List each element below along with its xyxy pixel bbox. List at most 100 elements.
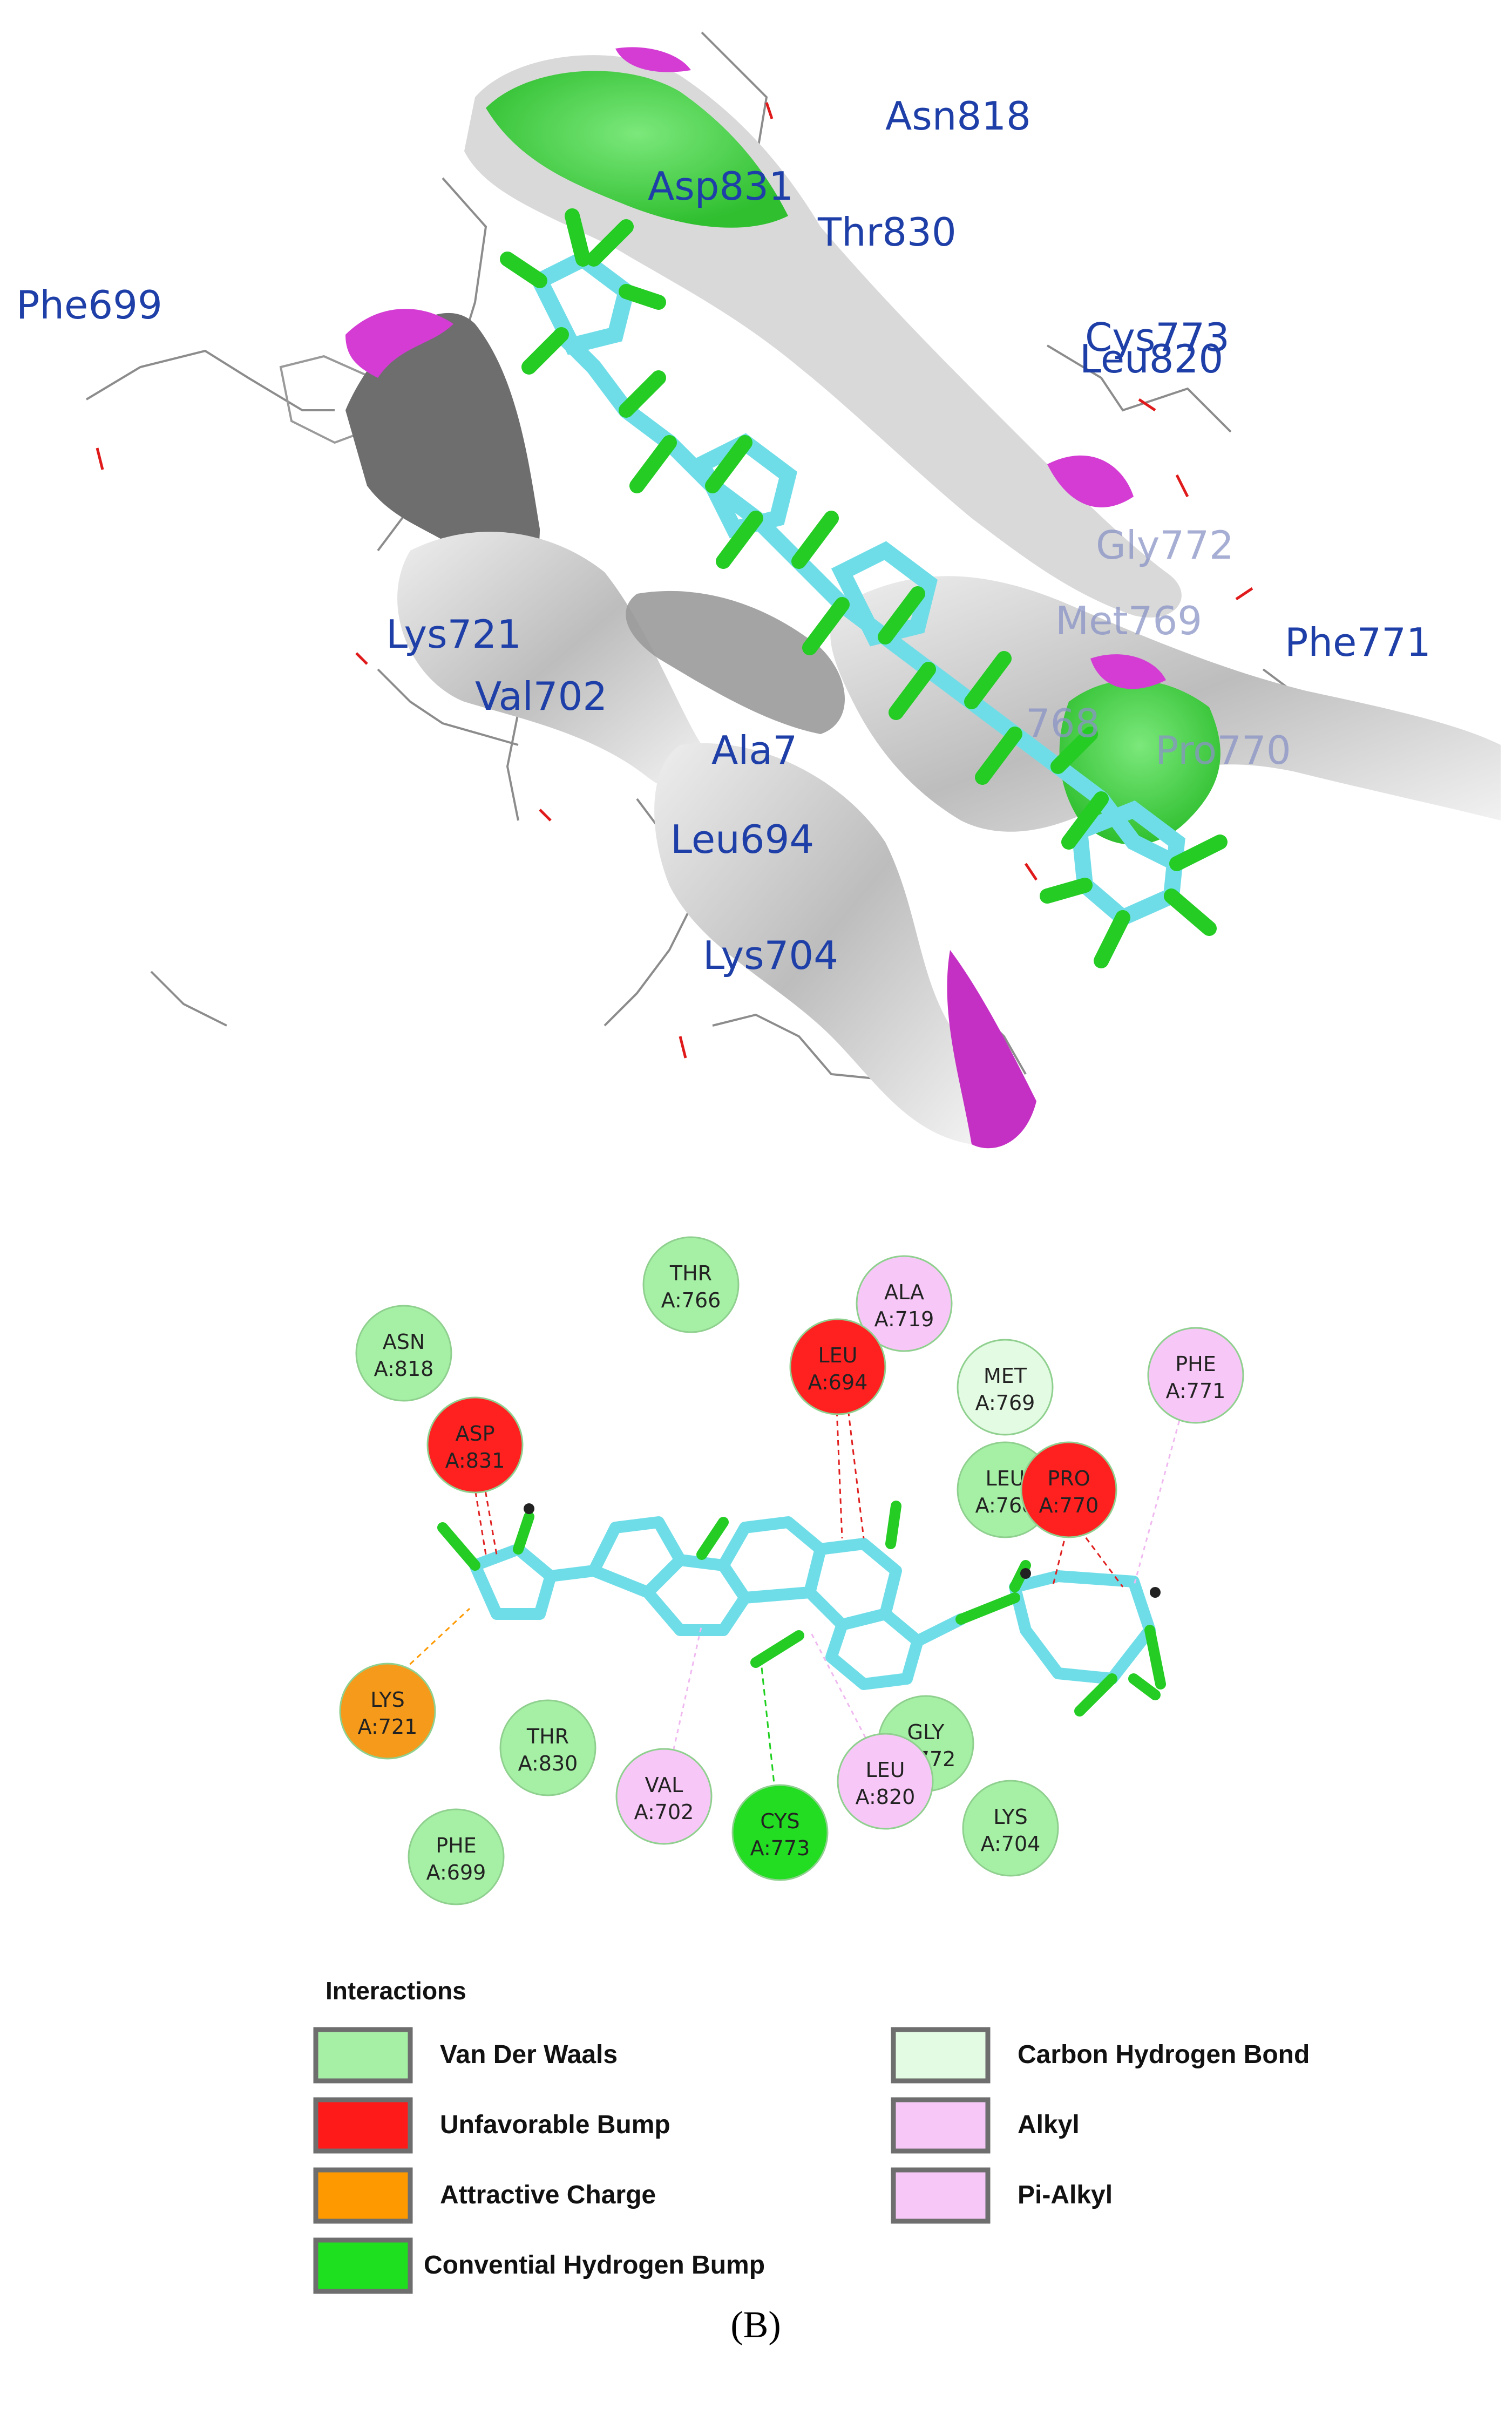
residue-name: LEU — [986, 1467, 1025, 1490]
residue-disc: ASP A:831 — [426, 1396, 524, 1494]
residue-label-3d: Phe771 — [1285, 620, 1431, 665]
residue-name: LEU — [866, 1758, 905, 1782]
residue-id: A:773 — [750, 1836, 810, 1860]
residue-label-3d: 768 — [1026, 701, 1100, 746]
residue-label-3d: Ala7 — [711, 728, 797, 773]
residue-id: A:831 — [445, 1449, 505, 1473]
residue-id: A:769 — [975, 1391, 1035, 1415]
residue-label-3d: Met769 — [1055, 598, 1202, 643]
legend-label: Attractive Charge — [440, 2181, 656, 2209]
residue-disc-circle — [856, 1255, 953, 1352]
residue-disc: THR A:830 — [499, 1699, 596, 1796]
protein-surface — [345, 47, 1501, 1149]
residue-label-3d: Cys773 — [1085, 315, 1230, 360]
residue-name: LYS — [993, 1805, 1027, 1829]
residue-disc-circle — [837, 1733, 934, 1830]
residue-id: A:699 — [426, 1861, 486, 1884]
residue-disc: LYS A:704 — [962, 1780, 1059, 1877]
residue-name: MET — [984, 1364, 1027, 1388]
residue-disc-circle — [1147, 1327, 1244, 1424]
legend-item: Carbon Hydrogen Bond — [891, 2027, 1310, 2084]
residue-name: PRO — [1047, 1467, 1090, 1490]
residue-disc-circle — [642, 1236, 740, 1333]
residue-disc-circle — [1020, 1441, 1117, 1538]
residue-labels-3d: Asn818Asp831Thr830Phe699Cys773Leu820Gly7… — [16, 93, 1431, 978]
residue-label-3d: Lys704 — [703, 933, 838, 978]
residue-disc-circle — [962, 1780, 1059, 1877]
residue-id: A:704 — [981, 1832, 1041, 1856]
residue-name: VAL — [645, 1773, 683, 1797]
residue-disc: MET A:769 — [957, 1339, 1054, 1436]
residue-name: ASN — [383, 1330, 425, 1354]
residue-disc: LEU A:694 — [789, 1318, 886, 1415]
residue-label-3d: Phe699 — [16, 282, 162, 328]
residue-id: A:770 — [1039, 1494, 1099, 1517]
residue-id: A:818 — [374, 1357, 434, 1381]
residue-label-3d: Asp831 — [648, 164, 794, 209]
residue-label-3d: Thr830 — [817, 209, 957, 255]
legend-label: Convential Hydrogen Bump — [424, 2251, 765, 2279]
residue-disc: PHE A:699 — [408, 1808, 505, 1905]
residue-disc-circle — [731, 1784, 829, 1881]
residue-id: A:694 — [808, 1371, 868, 1394]
residue-disc: ALA A:719 — [856, 1255, 953, 1352]
legend-label: Carbon Hydrogen Bond — [1018, 2040, 1310, 2069]
residue-disc: THR A:766 — [642, 1236, 740, 1333]
legend-title: Interactions — [326, 1977, 466, 2005]
residue-label-3d: Lys721 — [386, 612, 521, 657]
residue-label-3d: Leu694 — [670, 817, 814, 862]
legend-swatch — [313, 2167, 413, 2224]
residue-disc-circle — [426, 1396, 524, 1494]
residue-name: CYS — [760, 1809, 799, 1833]
legend-swatch — [313, 2097, 413, 2154]
legend-label: Alkyl — [1018, 2111, 1080, 2139]
residue-name: LYS — [370, 1688, 404, 1712]
residue-name: LEU — [818, 1344, 858, 1367]
residue-id: A:721 — [358, 1715, 418, 1739]
residue-disc-circle — [789, 1318, 886, 1415]
residue-id: A:820 — [856, 1785, 916, 1809]
residue-disc: PRO A:770 — [1020, 1441, 1117, 1538]
legend-item: Convential Hydrogen Bump — [313, 2237, 765, 2294]
legend-item: Van Der Waals — [313, 2027, 618, 2084]
residue-id: A:830 — [518, 1752, 578, 1775]
residue-name: PHE — [1175, 1352, 1216, 1376]
residue-label-3d: Gly772 — [1096, 523, 1234, 568]
ligand-2d-structure — [437, 1501, 1166, 1717]
legend-item: Pi-Alkyl — [891, 2167, 1113, 2224]
residue-label-3d: Leu820 — [1080, 336, 1223, 382]
residue-id: A:719 — [874, 1307, 934, 1331]
residue-id: A:766 — [661, 1288, 721, 1312]
legend-swatch — [891, 2167, 991, 2224]
residue-disc-circle — [355, 1305, 452, 1402]
residue-name: PHE — [436, 1834, 477, 1857]
legend-label: Van Der Waals — [440, 2040, 618, 2069]
legend-item: Alkyl — [891, 2097, 1080, 2154]
residue-name: THR — [526, 1725, 569, 1748]
residue-disc: LYS A:721 — [339, 1663, 436, 1760]
legend-swatch — [891, 2027, 991, 2084]
residue-disc: PHE A:771 — [1147, 1327, 1244, 1424]
residue-disc-circle — [499, 1699, 596, 1796]
residue-id: A:702 — [634, 1800, 694, 1824]
residue-label-3d: Asn818 — [885, 93, 1031, 139]
residue-id: A:771 — [1166, 1379, 1226, 1403]
legend-swatch — [891, 2097, 991, 2154]
residue-disc-circle — [957, 1339, 1054, 1436]
residue-disc: VAL A:702 — [615, 1748, 713, 1845]
residue-label-3d: Pro770 — [1155, 728, 1291, 773]
figure-caption: (B) — [730, 2304, 781, 2346]
legend-item: Attractive Charge — [313, 2167, 656, 2224]
legend-item: Unfavorable Bump — [313, 2097, 670, 2154]
residue-name: ASP — [455, 1422, 494, 1446]
ligand-stick-model — [500, 208, 1228, 968]
residue-name: THR — [669, 1261, 712, 1285]
residue-name: GLY — [907, 1720, 945, 1744]
legend-label: Unfavorable Bump — [440, 2111, 670, 2139]
residue-name: ALA — [884, 1280, 924, 1304]
legend-label: Pi-Alkyl — [1018, 2181, 1113, 2209]
